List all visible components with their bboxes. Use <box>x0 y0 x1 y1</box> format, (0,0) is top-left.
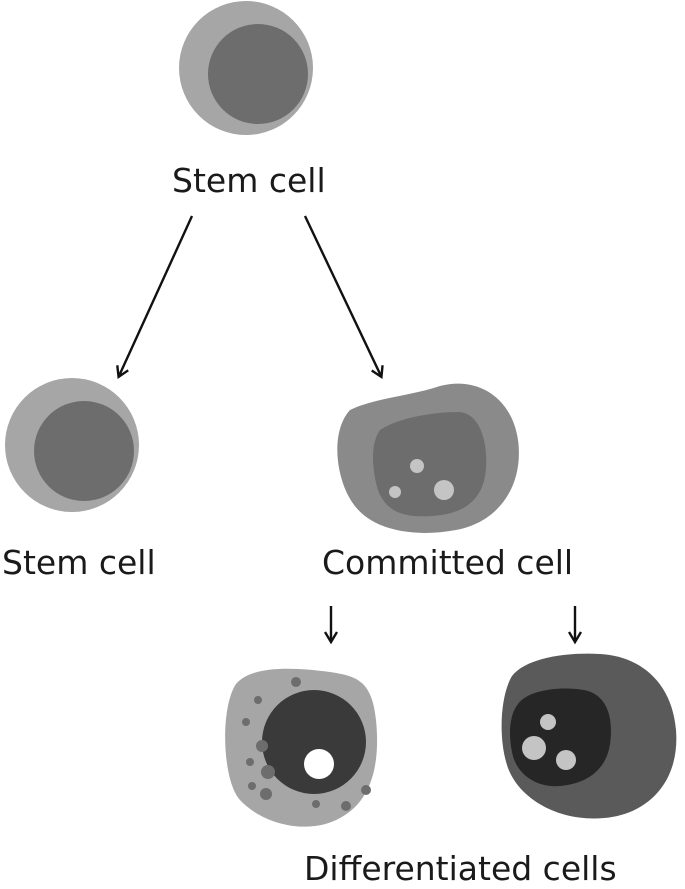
left-stem-cell <box>5 378 139 512</box>
top-stem-cell <box>179 1 313 135</box>
arrow-to-stem-cell <box>119 215 194 376</box>
label-top-stem-cell: Stem cell <box>172 161 326 200</box>
label-differentiated-cells: Differentiated cells <box>304 849 617 888</box>
arrow-to-committed-cell <box>303 215 381 376</box>
differentiated-cell-granular <box>225 668 378 827</box>
differentiated-cell-dark <box>501 653 677 819</box>
committed-cell <box>337 383 519 533</box>
label-left-stem-cell: Stem cell <box>2 543 156 582</box>
label-committed-cell: Committed cell <box>322 543 574 582</box>
